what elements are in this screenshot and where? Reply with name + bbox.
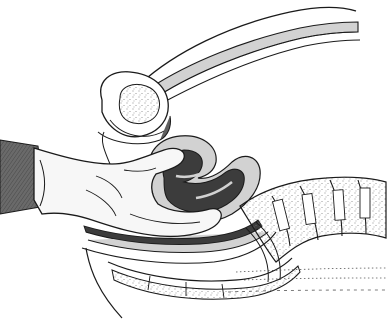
upper-body-wall xyxy=(140,7,360,103)
